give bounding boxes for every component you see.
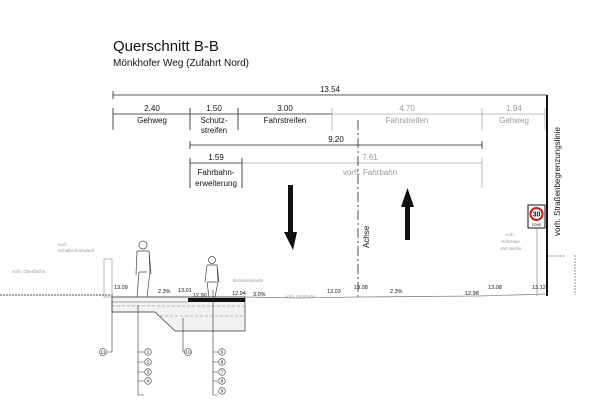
svg-text:1: 1 bbox=[147, 350, 150, 355]
svg-text:13.09: 13.09 bbox=[114, 285, 128, 291]
svg-text:2.3%: 2.3% bbox=[158, 289, 171, 295]
svg-text:2: 2 bbox=[147, 360, 150, 365]
dim-schutzstreifen-label: Schutz- bbox=[200, 116, 227, 125]
existing-wall bbox=[103, 258, 113, 298]
boundary-label: vorh. Straßenbegrenzungslinie bbox=[553, 126, 562, 236]
dim-159-value: 1.59 bbox=[208, 153, 224, 162]
svg-text:3.0%: 3.0% bbox=[253, 292, 266, 298]
svg-text:5: 5 bbox=[221, 350, 224, 355]
svg-text:9: 9 bbox=[221, 389, 224, 394]
existing-road-note: vorh. Fahrbahn bbox=[285, 294, 316, 299]
arrow-up-icon bbox=[401, 188, 414, 240]
dim-ticks-row1 bbox=[112, 108, 546, 130]
svg-text:8: 8 bbox=[221, 379, 224, 384]
svg-text:13.01: 13.01 bbox=[178, 288, 192, 294]
svg-text:12.94: 12.94 bbox=[232, 291, 246, 297]
svg-text:4: 4 bbox=[147, 379, 150, 384]
fence-note-2: Holzzaun bbox=[501, 239, 520, 244]
curb-note: Bordsteinkante bbox=[233, 278, 264, 283]
svg-text:12.98: 12.98 bbox=[465, 291, 479, 297]
dim-gehweg-existing-value: 1.94 bbox=[506, 104, 522, 113]
dim-gehweg-label: Gehweg bbox=[137, 116, 167, 125]
surface-note: vorh. Oberfläche bbox=[12, 269, 46, 274]
drawing-title: Querschnitt B-B bbox=[113, 38, 219, 55]
dim-fahrstreifen-value: 3.00 bbox=[277, 104, 293, 113]
svg-text:13.12: 13.12 bbox=[532, 285, 546, 291]
dim-fahrstreifen-existing-value: 4.70 bbox=[399, 104, 415, 113]
arrow-down-icon bbox=[284, 185, 297, 250]
dim-159-label2: erweiterung bbox=[195, 179, 237, 188]
svg-text:13.08: 13.08 bbox=[354, 285, 368, 291]
svg-text:6: 6 bbox=[221, 360, 224, 365]
dim-total: 13.54 bbox=[320, 85, 341, 94]
callout-markers: 11 10 1 2 3 4 5 6 7 8 9 bbox=[99, 348, 226, 395]
cyclist-icon bbox=[204, 256, 220, 298]
svg-text:2.3%: 2.3% bbox=[390, 289, 403, 295]
elevation-labels: 13.09 13.01 12.90 12.94 13.03 13.08 12.9… bbox=[114, 285, 546, 299]
svg-text:3: 3 bbox=[147, 370, 150, 375]
svg-text:13.03: 13.03 bbox=[327, 289, 341, 295]
dim-920: 9.20 bbox=[328, 135, 344, 144]
pavement-layers bbox=[111, 296, 246, 332]
svg-text:13.08: 13.08 bbox=[488, 285, 502, 291]
svg-text:12.90: 12.90 bbox=[193, 293, 207, 299]
drawing-subtitle: Mönkhofer Weg (Zufahrt Nord) bbox=[113, 58, 249, 69]
axis-label: Achse bbox=[362, 225, 371, 248]
wall-note-1: vorh. bbox=[58, 242, 68, 247]
svg-text:30: 30 bbox=[533, 212, 541, 219]
svg-text:11: 11 bbox=[101, 350, 106, 355]
fence-note-3: und Hecke bbox=[500, 246, 522, 251]
dim-fahrstreifen-label: Fahrstreifen bbox=[264, 116, 307, 125]
dim-gehweg-existing-label: Gehweg bbox=[499, 116, 529, 125]
hedge bbox=[548, 255, 576, 295]
svg-text:ZONE: ZONE bbox=[532, 223, 542, 227]
dim-schutzstreifen-label2: streifen bbox=[201, 126, 227, 135]
dim-761-label: vorh. Fahrbahn bbox=[343, 168, 397, 177]
dim-gehweg-value: 2.40 bbox=[144, 104, 160, 113]
slope-labels: 2.3% 3.0% 2.3% bbox=[158, 289, 403, 298]
pedestrian-icon bbox=[135, 240, 152, 298]
wall-note-2: Schallschutzwand bbox=[58, 248, 95, 253]
speed-zone-sign-icon: 30 ZONE bbox=[527, 204, 546, 296]
svg-text:10: 10 bbox=[185, 350, 191, 355]
fence-note-1: vorh. bbox=[505, 232, 515, 237]
dim-159-label: Fahrbahn- bbox=[198, 168, 235, 177]
dim-schutzstreifen-value: 1.50 bbox=[206, 104, 222, 113]
svg-text:7: 7 bbox=[221, 370, 224, 375]
dim-fahrstreifen-existing-label: Fahrstreifen bbox=[386, 116, 429, 125]
dim-761-value: 7.61 bbox=[362, 153, 378, 162]
